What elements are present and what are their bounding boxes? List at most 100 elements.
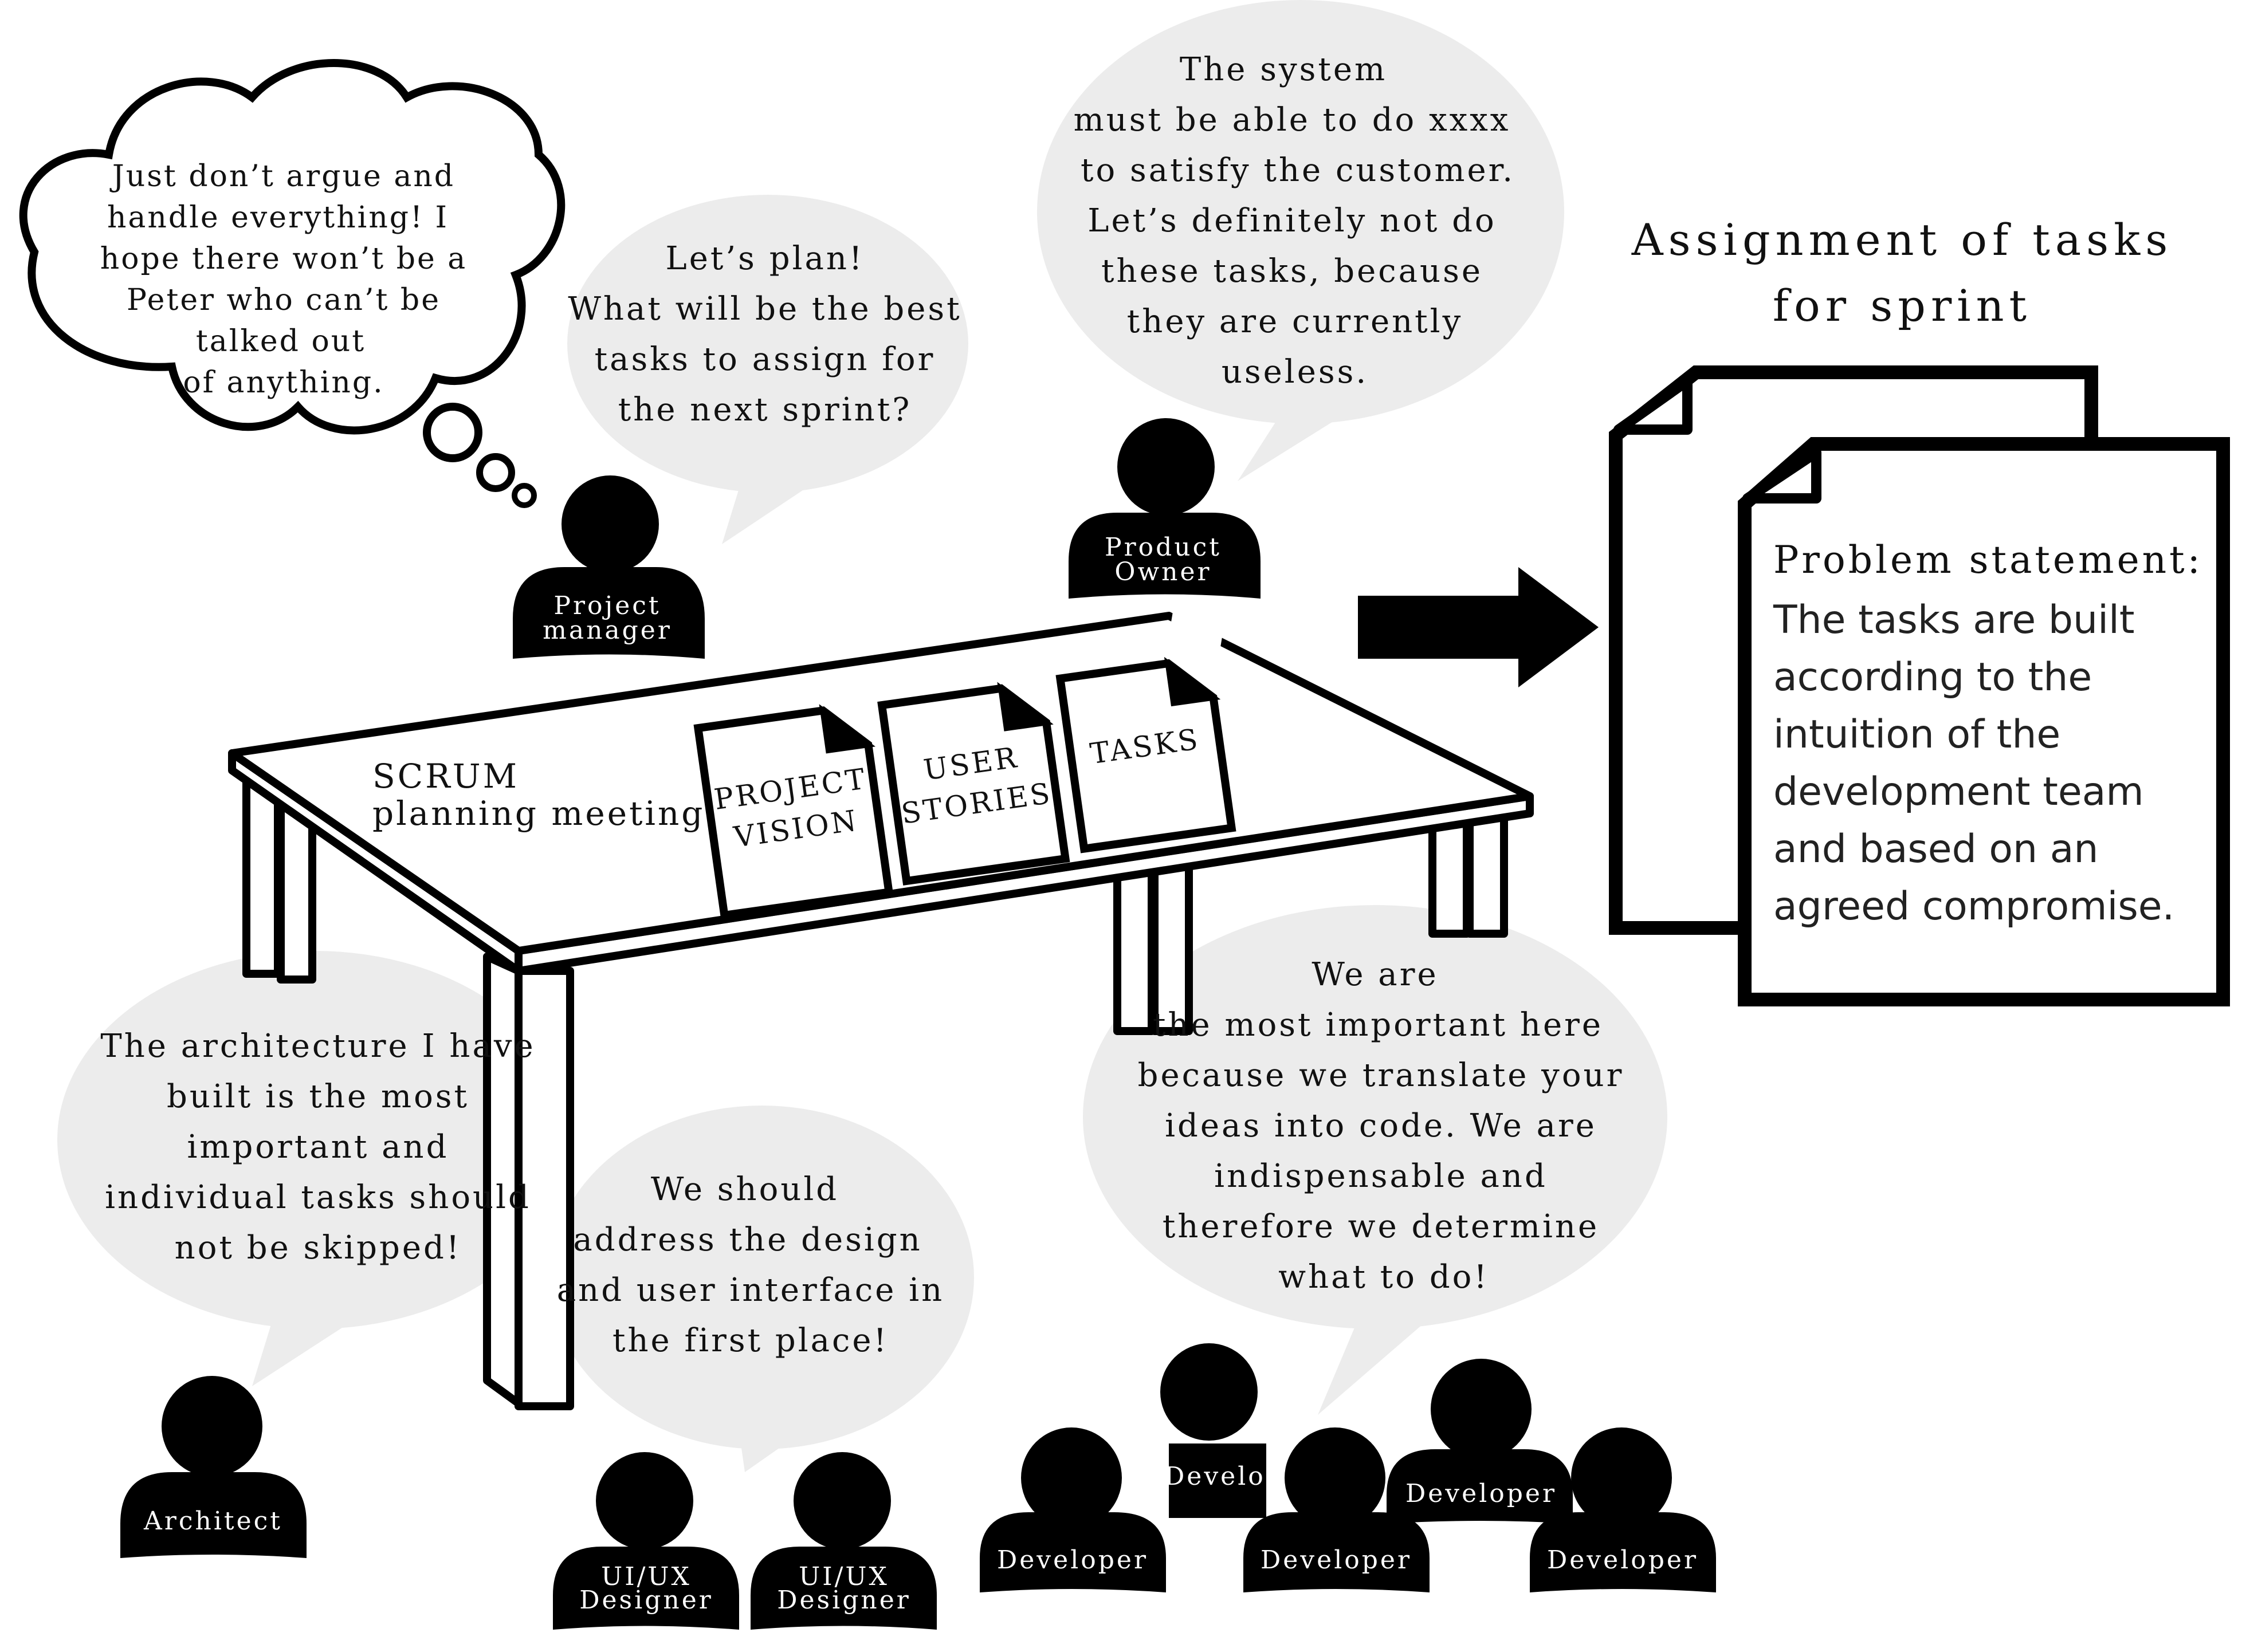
po-speech-line-2: must be able to do xxxx [1074, 101, 1511, 139]
product-owner-label-1: Product [1105, 533, 1222, 562]
table-gap [1169, 601, 1226, 647]
developer-back-body [1169, 1443, 1266, 1518]
project-manager-label-1: Project [553, 591, 661, 620]
problem-line-3: intuition of the [1773, 712, 2060, 757]
table-label-line-2: planning meeting [372, 794, 705, 833]
ux-bubble-tail [739, 1432, 802, 1472]
uiux-designer-2-body [751, 1547, 937, 1630]
thought-cloud [19, 59, 566, 508]
developer-1-body [980, 1512, 1166, 1592]
problem-line-5: and based on an [1773, 827, 2099, 872]
dev-speech-line-2: the most important here [1153, 1006, 1603, 1044]
arch-speech-bubble [57, 951, 573, 1329]
dev-speech-line-3: because we translate your [1138, 1057, 1624, 1094]
arch-speech-text: The architecture I have built is the mos… [100, 1028, 535, 1266]
doc-tasks: TASKS [1055, 656, 1236, 853]
speech-bubbles-bg [57, 0, 1667, 1472]
architect-body [120, 1472, 307, 1558]
arch-speech-line-2: built is the most [167, 1078, 469, 1115]
developer-1-head [1021, 1427, 1122, 1528]
uiux-designer-1-head [596, 1452, 693, 1549]
problem-line-1: The tasks are built [1773, 597, 2135, 643]
cloud-thought-line-2: handle everything! I [107, 200, 449, 235]
doc-project-vision: PROJECT VISION [693, 704, 894, 920]
heading: Assignment of tasks for sprint [1631, 214, 2173, 331]
po-speech-text: The system must be able to do xxxx to sa… [1074, 51, 1515, 391]
po-speech-line-7: useless. [1222, 353, 1368, 391]
product-owner-head [1117, 418, 1215, 516]
arch-speech-line-5: not be skipped! [175, 1229, 462, 1266]
architect-label: Architect [143, 1507, 282, 1536]
developer-2-head [1285, 1427, 1385, 1528]
person-developer-back: Develop [1160, 1343, 1284, 1518]
developer-back-label: Develop [1164, 1462, 1284, 1491]
dev-speech-line-4: ideas into code. We are [1165, 1107, 1597, 1144]
dev-speech-bubble [1083, 905, 1667, 1329]
dev-bubble-tail [1318, 1306, 1444, 1415]
ux-speech-text: We should address the design and user in… [557, 1171, 942, 1359]
doc-user-stories-page [877, 684, 1070, 886]
project-manager-head [562, 475, 659, 573]
dev-speech-text: We are the most important here because w… [1138, 956, 1624, 1296]
arrow-right-icon [1358, 567, 1599, 687]
architect-head [162, 1376, 262, 1477]
pm-speech-line-3: tasks to assign for [595, 341, 936, 378]
table-leg-back-center-2 [1151, 844, 1193, 1035]
po-speech-line-5: these tasks, because [1101, 253, 1483, 290]
person-developer-4: Developer [1530, 1427, 1716, 1592]
pm-speech-line-1: Let’s plan! [666, 240, 865, 277]
pm-speech-line-2: What will be the best [568, 290, 961, 328]
cloud-thought-line-4: Peter who can’t be [127, 283, 441, 317]
developer-2-body [1243, 1512, 1430, 1592]
po-speech-line-3: to satisfy the customer. [1081, 152, 1515, 189]
problem-statement-title: Problem statement: [1773, 538, 2203, 582]
developer-3-body [1387, 1449, 1573, 1524]
developer-4-label: Developer [1547, 1545, 1698, 1575]
cloud-thought-line-5: talked out [196, 324, 366, 359]
cloud-thought-text: Just don’t argue and handle everything! … [100, 159, 468, 400]
dev-speech-line-1: We are [1312, 956, 1438, 993]
developer-3-head [1431, 1359, 1532, 1460]
pm-bubble-tail [722, 464, 842, 544]
problem-line-2: according to the [1773, 655, 2092, 700]
uiux-designer-2-head [794, 1452, 891, 1549]
heading-line-1: Assignment of tasks [1631, 214, 2173, 265]
table-label: SCRUM planning meeting [372, 757, 705, 833]
uiux-designer-2-label-1: UI/UX [799, 1562, 889, 1591]
product-owner-body [1069, 513, 1261, 599]
project-manager-label-2: manager [543, 616, 672, 645]
doc-user-stories: USER STORIES [877, 682, 1070, 886]
table-label-line-1: SCRUM [372, 757, 519, 796]
doc-project-vision-fold [819, 704, 875, 754]
arch-bubble-tail [252, 1312, 367, 1386]
uiux-designer-2-label-2: Designer [777, 1586, 911, 1615]
dev-speech-line-7: what to do! [1278, 1258, 1489, 1296]
po-bubble-tail [1238, 395, 1375, 481]
po-speech-bubble [1037, 0, 1564, 424]
developer-2-label: Developer [1261, 1545, 1412, 1575]
po-speech-line-4: Let’s definitely not do [1087, 202, 1496, 239]
uiux-designer-1-label-2: Designer [579, 1586, 713, 1615]
ux-speech-bubble [550, 1106, 974, 1449]
arch-speech-line-1: The architecture I have [100, 1028, 535, 1065]
project-manager-body [513, 567, 705, 659]
person-architect: Architect [120, 1376, 307, 1558]
arch-speech-line-3: important and [187, 1128, 449, 1166]
developer-4-body [1530, 1512, 1716, 1592]
cloud-thought-line-1: Just don’t argue and [109, 159, 455, 194]
person-developer-1: Developer [980, 1427, 1166, 1592]
thought-cloud-shape [19, 59, 566, 435]
doc-project-vision-page [693, 706, 894, 920]
po-speech-line-6: they are currently [1127, 303, 1463, 340]
problem-statement: Problem statement: The tasks are built a… [1773, 538, 2203, 929]
problem-statement-pages [1609, 365, 2230, 1006]
cloud-thought-line-3: hope there won’t be a [100, 242, 468, 276]
developer-3-label: Developer [1405, 1479, 1557, 1508]
pm-speech-line-4: the next sprint? [618, 391, 912, 428]
ux-speech-line-1: We should [651, 1171, 839, 1208]
problem-line-4: development team [1773, 769, 2144, 815]
problem-line-6: agreed compromise. [1773, 884, 2174, 929]
product-owner-label-2: Owner [1114, 557, 1211, 587]
developer-1-label: Developer [997, 1545, 1148, 1575]
